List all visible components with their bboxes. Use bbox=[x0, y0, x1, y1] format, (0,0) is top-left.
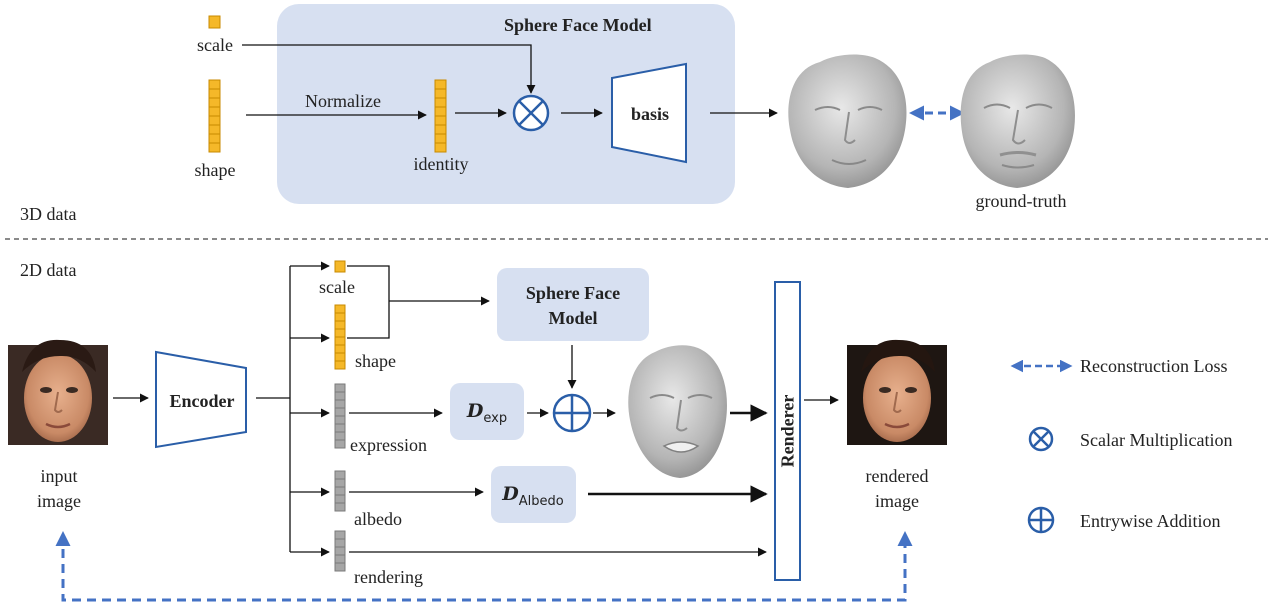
renderer-label: Renderer bbox=[777, 394, 797, 468]
d-exp-box bbox=[450, 383, 524, 440]
shape-vector-3d bbox=[208, 79, 221, 153]
renderer-box: Renderer bbox=[774, 281, 801, 581]
expression-face-mesh bbox=[628, 345, 727, 478]
d-albedo-box bbox=[491, 466, 576, 523]
rendered-image-label-line1: rendered bbox=[865, 466, 929, 486]
d-albedo-label: DAlbedo bbox=[502, 483, 564, 509]
legend-addition-icon bbox=[1027, 506, 1055, 534]
legend-multiplication-icon bbox=[1028, 426, 1054, 452]
normalize-label: Normalize bbox=[305, 91, 381, 111]
scale-label-3d: scale bbox=[197, 35, 233, 55]
scale-shape-bracket bbox=[347, 265, 390, 339]
legend-reconstruction-loss: Reconstruction Loss bbox=[1080, 356, 1228, 376]
shape-label-2d: shape bbox=[355, 351, 396, 371]
rendering-vector bbox=[334, 530, 346, 572]
reconstruction-loss-arrow-2d bbox=[55, 531, 913, 602]
basis-label: basis bbox=[630, 104, 670, 124]
scale-vector-3d bbox=[208, 15, 221, 29]
expression-label: expression bbox=[350, 435, 427, 455]
expression-vector bbox=[334, 383, 346, 449]
rendered-image-label-line2: image bbox=[875, 491, 919, 511]
albedo-label: albedo bbox=[354, 509, 402, 529]
scale-label-2d: scale bbox=[319, 277, 355, 297]
entrywise-addition-icon bbox=[552, 393, 592, 433]
albedo-vector bbox=[334, 470, 346, 512]
legend-scalar-multiplication: Scalar Multiplication bbox=[1080, 430, 1233, 450]
encoder-label: Encoder bbox=[169, 391, 235, 411]
scale-arrow-3d bbox=[242, 44, 536, 94]
sphere-face-model-title-2d-line1: Sphere Face bbox=[525, 283, 621, 303]
sphere-face-model-box-2d bbox=[497, 268, 649, 341]
input-image-label-line1: input bbox=[40, 466, 78, 486]
basis-trapezoid bbox=[611, 62, 687, 164]
sphere-face-model-title-3d: Sphere Face Model bbox=[504, 15, 652, 35]
input-image bbox=[8, 339, 108, 445]
ground-truth-face-mesh bbox=[960, 54, 1075, 188]
scale-vector-2d bbox=[334, 260, 346, 273]
section-label-2d: 2D data bbox=[20, 260, 77, 280]
section-label-3d: 3D data bbox=[20, 204, 77, 224]
predicted-face-mesh bbox=[788, 54, 907, 188]
legend-entrywise-addition: Entrywise Addition bbox=[1080, 511, 1221, 531]
sphere-face-model-title-2d-line2: Model bbox=[548, 308, 598, 328]
rendering-label: rendering bbox=[354, 567, 423, 587]
scalar-multiplication-icon bbox=[512, 94, 550, 132]
identity-label: identity bbox=[413, 154, 469, 174]
encoder-trapezoid bbox=[155, 350, 247, 449]
ground-truth-label: ground-truth bbox=[975, 191, 1067, 211]
identity-vector bbox=[434, 79, 447, 153]
shape-vector-2d bbox=[334, 304, 346, 370]
shape-label-3d: shape bbox=[194, 160, 236, 180]
rendered-image bbox=[847, 339, 947, 445]
d-exp-label: Dexp bbox=[466, 400, 508, 426]
input-image-label-line2: image bbox=[37, 491, 81, 511]
